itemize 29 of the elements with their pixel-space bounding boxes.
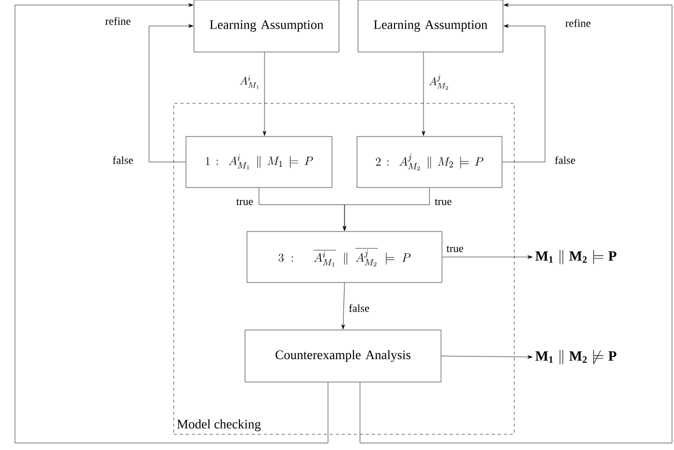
edge-label: $A^{j}_{M_2}$ [427,73,451,91]
process-box: Learning Assumption [358,0,504,52]
process-box: Counterexample Analysis [244,330,442,382]
arrow [441,355,533,359]
edge-label: false [553,154,577,166]
edge-label: true [433,197,454,207]
result-formula: $\mathbf{M_1 \parallel M_2 \models P}$ [535,250,616,264]
arrow [422,52,426,136]
group-title: Model checking [177,419,261,432]
edge-label: false [347,302,371,314]
result-formula: $\mathbf{M_1 \parallel M_2 \not\models P}$ [535,350,616,364]
process-box: Learning Assumption [194,0,340,52]
arrow [342,188,430,231]
arrow [341,282,345,330]
process-box: $1:\ A^{i}_{M_1} \parallel M_1 \models P$ [186,136,332,188]
text-label: refine [105,17,130,25]
edge-label: true [234,197,255,207]
edge-label: false [111,154,135,166]
process-box: $2:\ A^{j}_{M_2} \parallel M_2 \models P$ [356,136,502,188]
arrow [502,24,546,162]
text-label: refine [565,19,590,27]
arrow [148,24,194,162]
arrow [262,52,266,136]
arrow [442,255,533,259]
edge-label: true [444,244,466,254]
arrow [360,3,672,444]
process-box: $3:\quad \overline{A^{i}_{M_1}} \parallel \overline{A^{j}_{M_2}} \models P$ [246,231,442,283]
arrow [14,3,328,444]
edge-label: $A^{i}_{M_1}$ [238,74,262,90]
